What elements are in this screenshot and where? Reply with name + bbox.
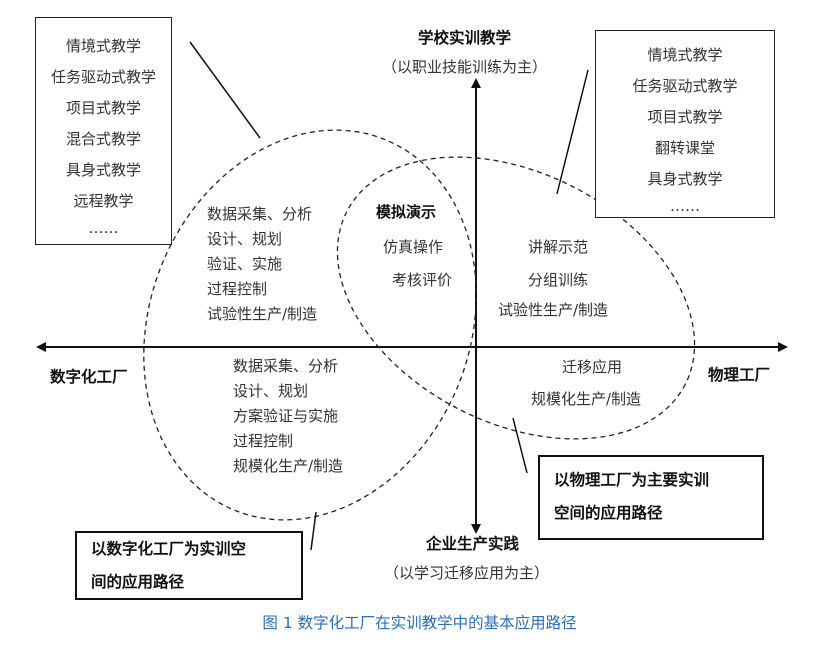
upper-right-text: 分组训练 (528, 271, 589, 289)
quadrant-line: 验证、实施 (207, 255, 283, 273)
axis-label-left: 数字化工厂 (50, 368, 128, 386)
leader-physical-callout (512, 417, 528, 474)
axis-label-right: 物理工厂 (708, 366, 771, 384)
callout-line: 以物理工厂为主要实训 (554, 471, 710, 489)
center-text-demo: 模拟演示 (376, 203, 437, 221)
physical-path-callout: 以物理工厂为主要实训 空间的应用路径 (538, 455, 764, 540)
callout-line: 空间的应用路径 (554, 504, 663, 522)
left-box-item: …… (88, 219, 119, 237)
leader-left-box (189, 41, 261, 139)
lower-right-text: 规模化生产/制造 (531, 390, 642, 408)
left-box-item: 项目式教学 (65, 99, 141, 117)
digital-path-ellipse (143, 129, 477, 521)
right-box-item: …… (670, 197, 700, 215)
quadrant-line: 试验性生产/制造 (207, 305, 318, 323)
center-text-simulation: 仿真操作 (383, 238, 444, 256)
quadrant-line: 规模化生产/制造 (233, 457, 344, 475)
quadrant-line: 设计、规划 (233, 382, 309, 400)
left-box-item: 情境式教学 (65, 37, 141, 55)
axis-sublabel-bottom: （以学习迁移应用为主） (384, 564, 550, 582)
upper-right-text: 试验性生产/制造 (498, 301, 609, 319)
right-method-box: 情境式教学 任务驱动式教学 项目式教学 翻转课堂 具身式教学 …… (595, 30, 775, 218)
figure-caption: 图 1 数字化工厂在实训教学中的基本应用路径 (262, 614, 577, 632)
physical-path-ellipse (336, 156, 696, 440)
quadrant-line: 设计、规划 (207, 230, 283, 248)
center-text-assessment: 考核评价 (392, 271, 453, 289)
right-box-item: 具身式教学 (647, 170, 723, 188)
left-box-item: 混合式教学 (65, 130, 141, 148)
digital-path-callout: 以数字化工厂为实训空 间的应用路径 (75, 531, 303, 600)
lower-right-text: 迁移应用 (562, 358, 623, 376)
left-box-item: 具身式教学 (65, 161, 141, 179)
callout-line: 以数字化工厂为实训空 (91, 540, 247, 558)
callout-line: 间的应用路径 (91, 573, 185, 591)
right-box-item: 情境式教学 (647, 46, 723, 64)
quadrant-line: 数据采集、分析 (207, 205, 313, 223)
quadrant-line: 过程控制 (233, 432, 294, 450)
upper-left-quadrant-text: 数据采集、分析 设计、规划 验证、实施 过程控制 试验性生产/制造 (207, 202, 317, 327)
axis-sublabel-top: （以职业技能训练为主） (382, 58, 548, 76)
quadrant-line: 过程控制 (207, 280, 268, 298)
upper-right-text: 讲解示范 (528, 238, 589, 256)
right-box-item: 任务驱动式教学 (632, 77, 738, 95)
left-box-item: 远程教学 (73, 192, 134, 210)
leader-digital-callout (310, 511, 317, 551)
quadrant-line: 方案验证与实施 (233, 407, 339, 425)
right-box-item: 项目式教学 (647, 108, 723, 126)
axis-label-top: 学校实训教学 (418, 29, 512, 47)
quadrant-line: 数据采集、分析 (233, 357, 339, 375)
lower-left-quadrant-text: 数据采集、分析 设计、规划 方案验证与实施 过程控制 规模化生产/制造 (233, 354, 343, 479)
left-box-item: 任务驱动式教学 (50, 68, 156, 86)
right-box-item: 翻转课堂 (654, 139, 715, 157)
left-method-box: 情境式教学 任务驱动式教学 项目式教学 混合式教学 具身式教学 远程教学 …… (35, 17, 172, 245)
axis-label-bottom: 企业生产实践 (426, 535, 520, 553)
leader-right-box (556, 69, 589, 195)
